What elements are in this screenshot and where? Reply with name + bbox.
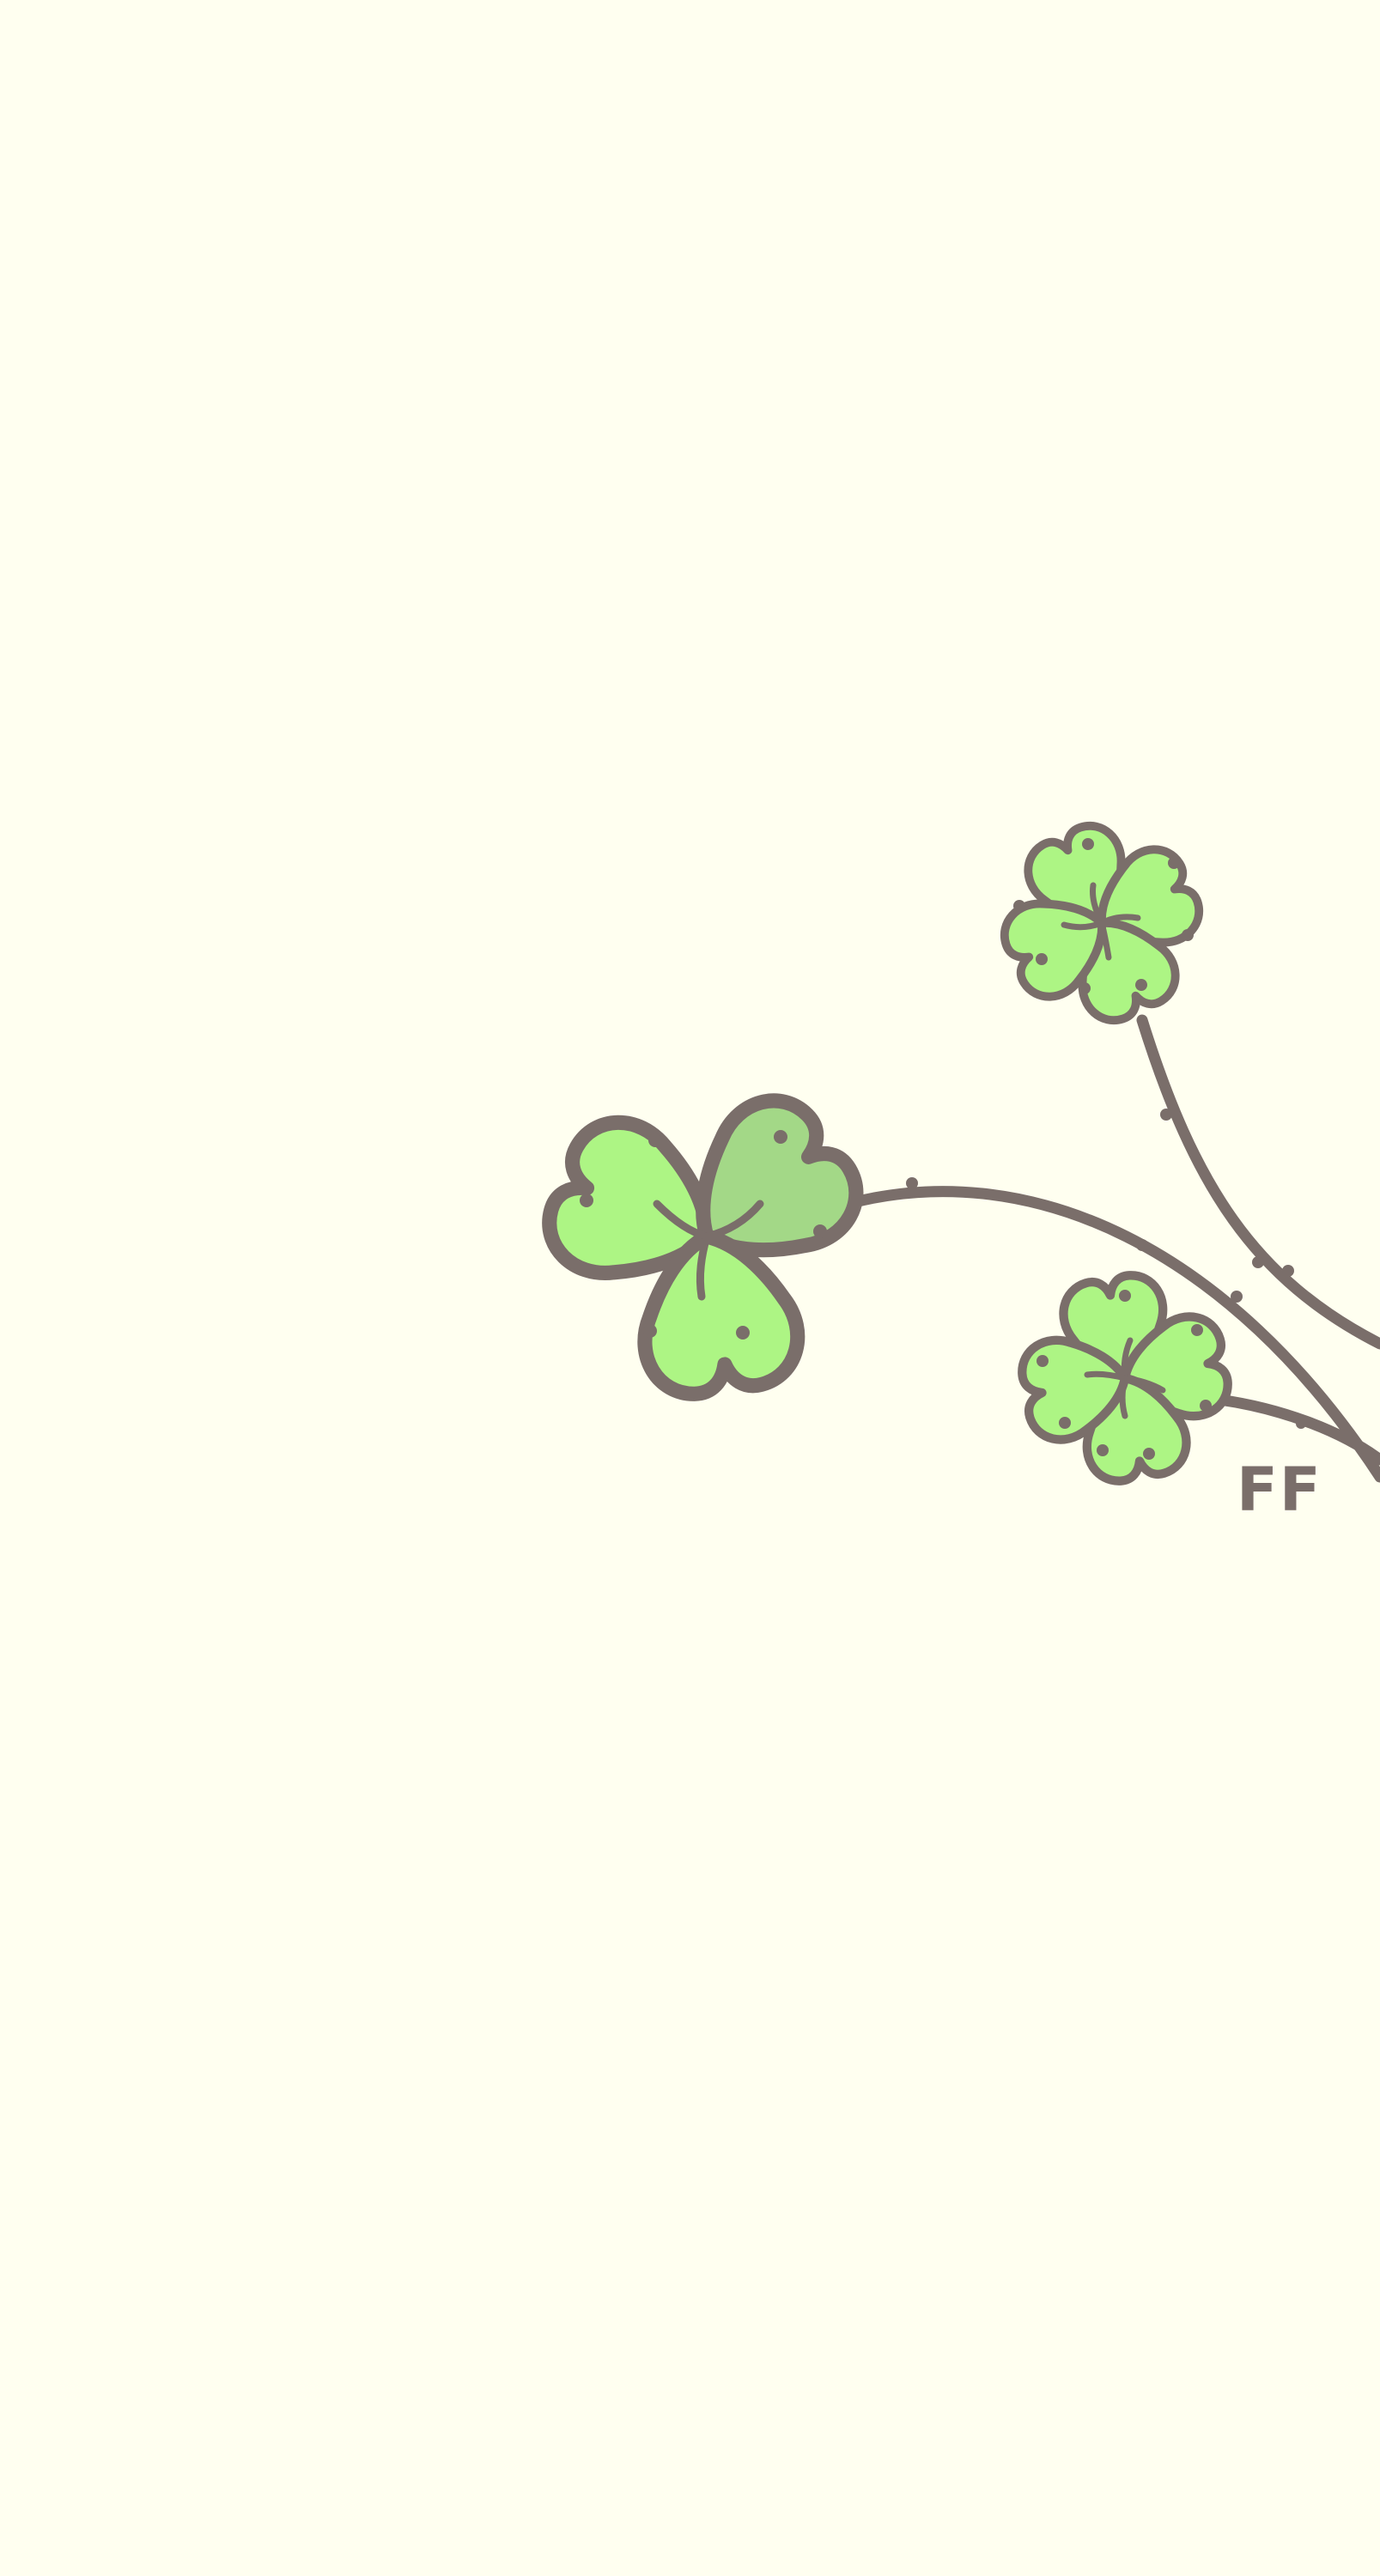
upper-stem xyxy=(1136,1014,1380,1350)
small-clover-icon xyxy=(1018,1271,1233,1486)
stem-dots xyxy=(906,1109,1306,1429)
main-stem xyxy=(848,1186,1380,1483)
top-clover-icon xyxy=(994,816,1208,1030)
lower-stem xyxy=(1213,1394,1380,1466)
artist-signature: FF xyxy=(1237,1455,1322,1525)
large-clover-icon xyxy=(535,1081,876,1400)
stems xyxy=(848,1014,1380,1483)
